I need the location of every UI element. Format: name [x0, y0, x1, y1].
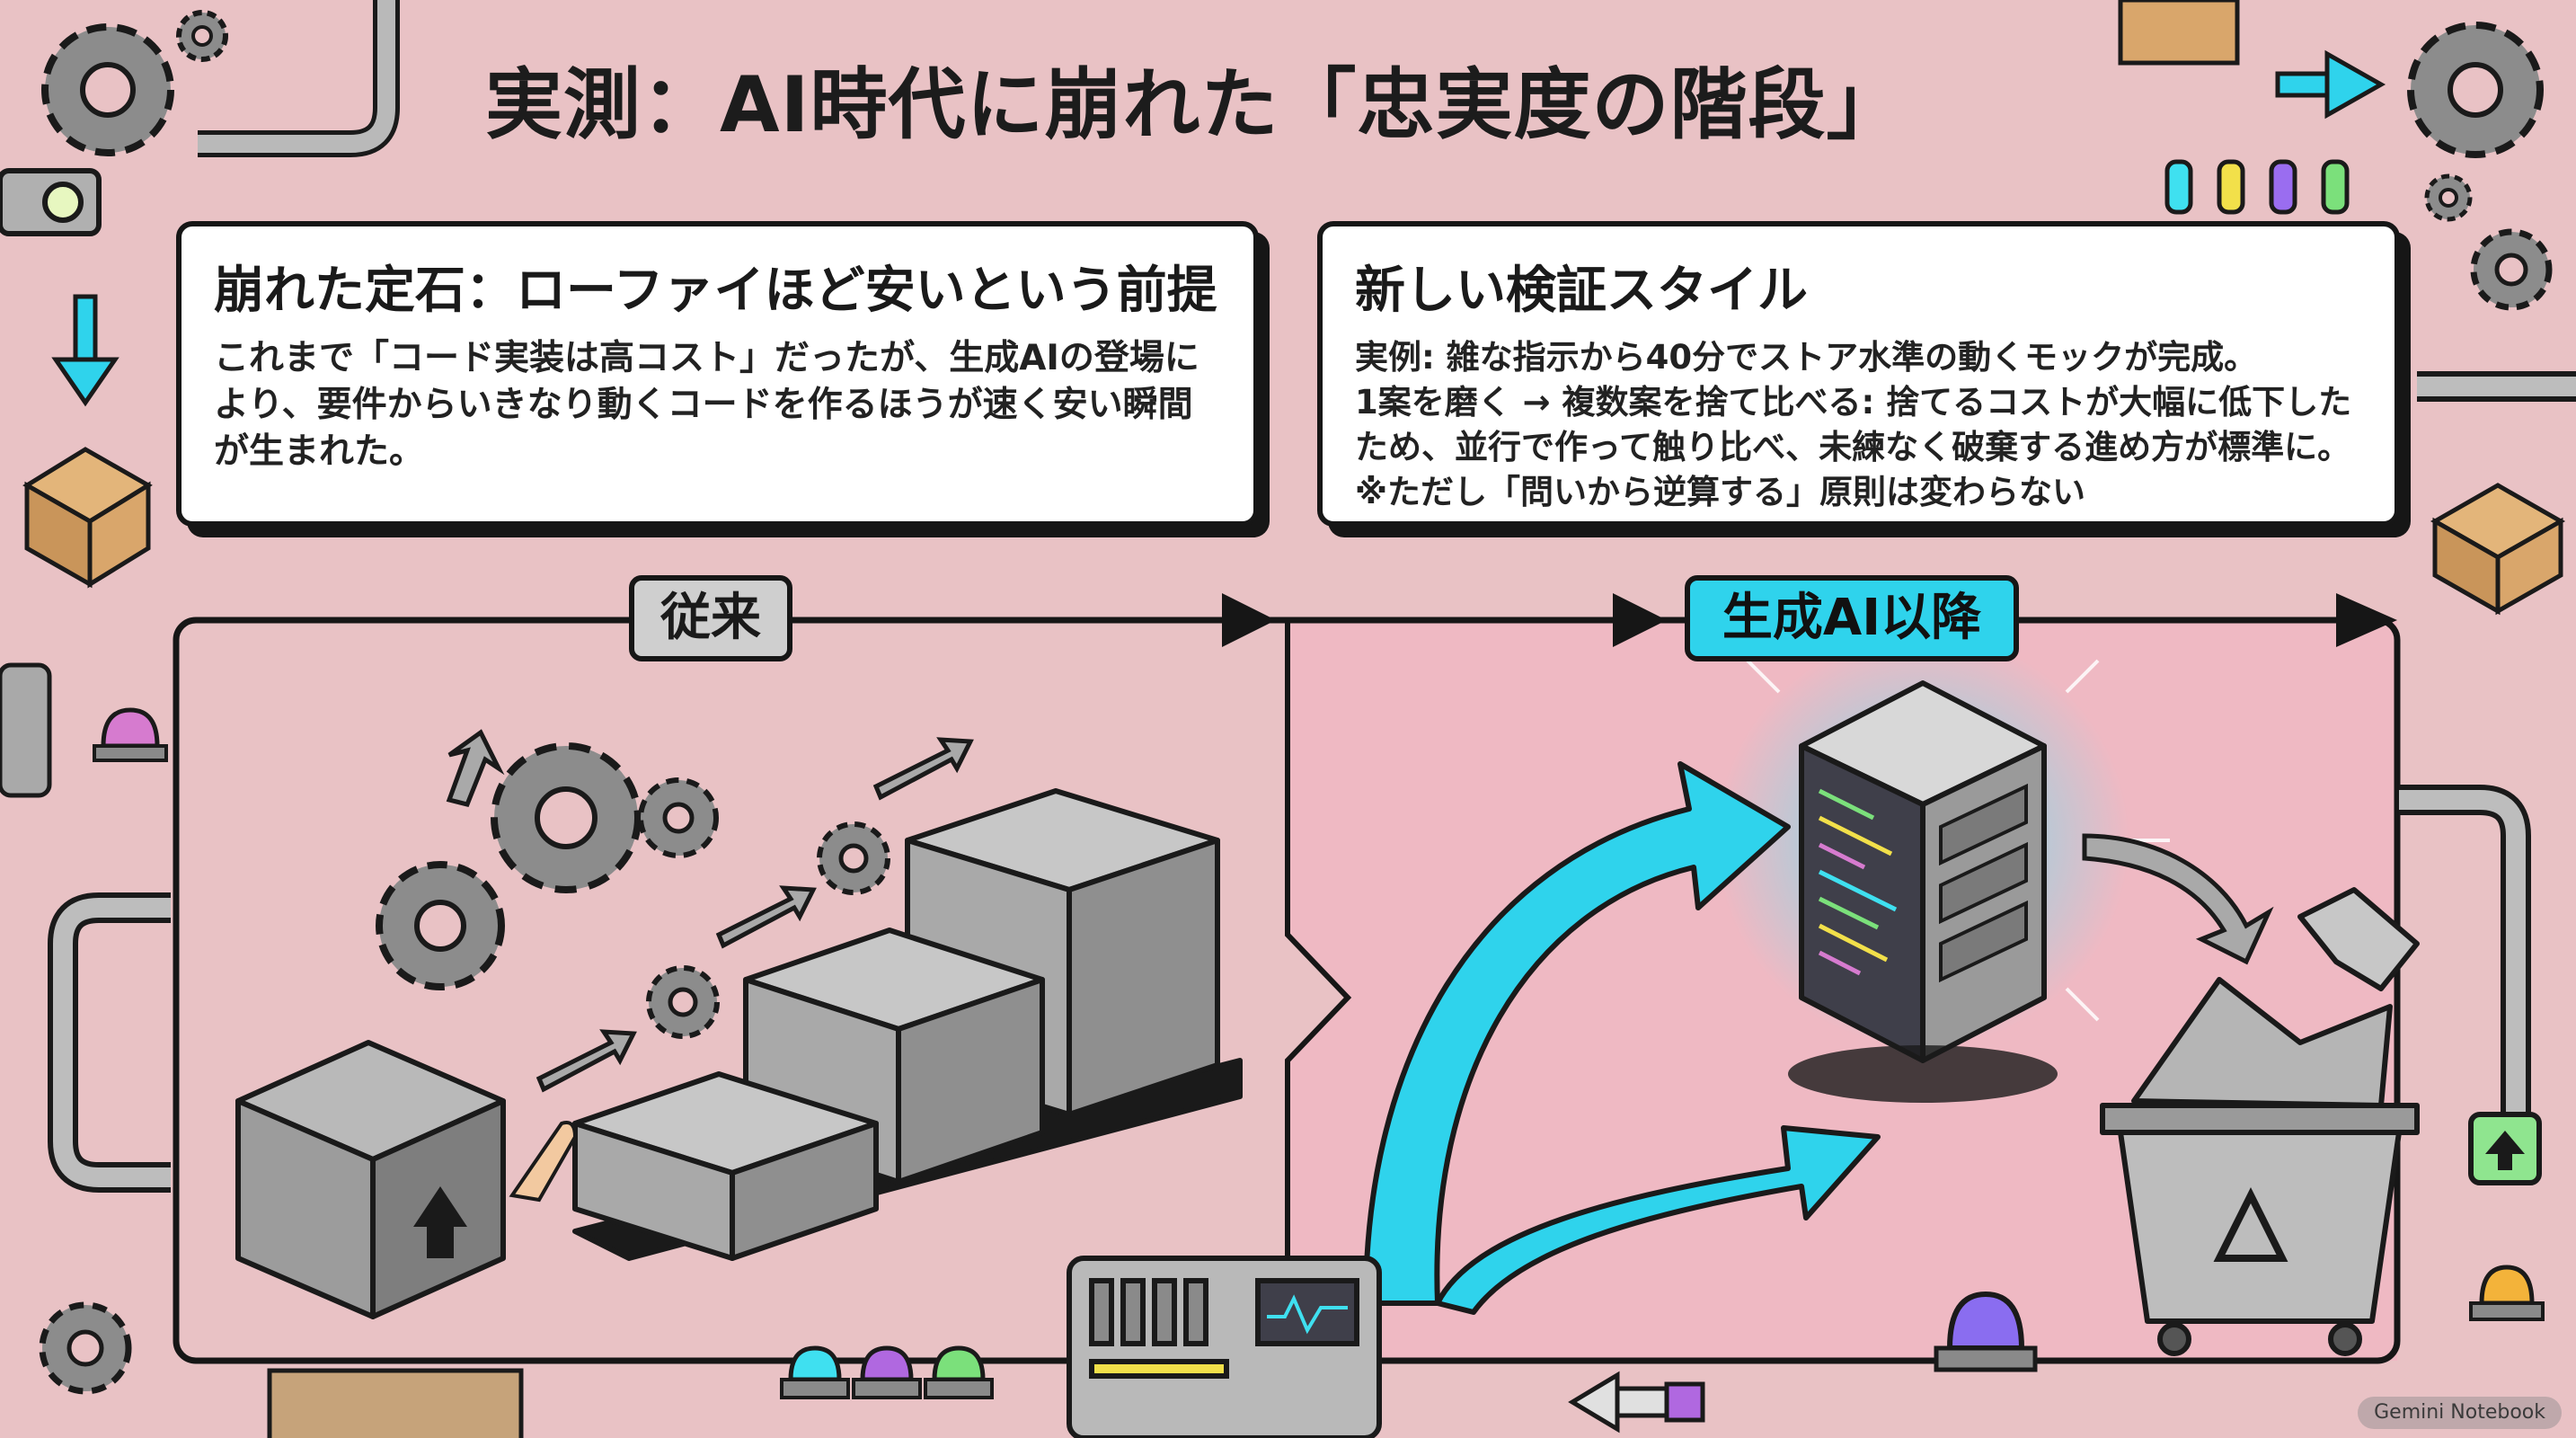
- cyan-arrow-up: [1363, 761, 1791, 1306]
- gear-right-small: [2424, 173, 2473, 222]
- credit-badge: Gemini Notebook: [2358, 1397, 2562, 1429]
- card-new-style-line: 実例: 雑な指示から40分でストア水準の動くモックが完成。: [1355, 338, 2258, 377]
- gear-top-left: [41, 23, 174, 156]
- label-before: 従来: [629, 575, 792, 661]
- gear-top-left-small: [176, 10, 228, 62]
- siren-left: [0, 662, 168, 798]
- right-arrow-icon: [2275, 49, 2386, 120]
- left-arrow-icon: [1568, 1371, 1705, 1434]
- card-broken-rule: 崩れた定石：ローファイほど安いという前提 これまで「コード実装は高コスト」だった…: [176, 221, 1259, 527]
- pipes-left: [48, 892, 171, 1193]
- discard-arrow: [2082, 833, 2274, 965]
- package-box-right: [2430, 483, 2566, 616]
- cyan-arrow-right: [1435, 1125, 1881, 1315]
- server-code-lines: [1818, 788, 1898, 976]
- gear-top-right: [2407, 22, 2544, 158]
- gear-right-mid: [2470, 228, 2553, 311]
- staircase-blocks: [235, 788, 1243, 1319]
- recycle-icon: [2213, 1187, 2288, 1262]
- card-broken-rule-line: が生まれた。: [214, 431, 425, 472]
- card-new-style-line: ため、並行で作って触り比べ、未練なく破棄する進め方が標準に。: [1355, 428, 2351, 466]
- pipe-right: [2399, 785, 2531, 1114]
- control-panel: [1067, 1256, 1382, 1438]
- package-box-left: [22, 447, 153, 589]
- up-arrow-box-icon: [2468, 1112, 2542, 1185]
- gear-bottom-left: [39, 1301, 132, 1395]
- card-new-style-heading: 新しい検証スタイル: [1355, 262, 1808, 320]
- card-broken-rule-heading: 崩れた定石：ローファイほど安いという前提: [214, 262, 1217, 320]
- down-arrow-icon: [51, 294, 120, 407]
- siren-bottom-right: [2469, 1265, 2545, 1321]
- bottom-left-box: [267, 1368, 524, 1438]
- card-new-style-body: 実例: 雑な指示から40分でストア水準の動くモックが完成。 1案を磨く → 複数…: [1355, 335, 2362, 515]
- hand-pushing: [509, 1121, 578, 1203]
- card-broken-rule-body: これまで「コード実装は高コスト」だったが、生成AIの登場に より、要件からいきな…: [214, 335, 1221, 475]
- recycle-bin: [2100, 887, 2420, 1356]
- glow-rays: [1676, 593, 2170, 1022]
- gears-cluster: [376, 742, 890, 1039]
- card-new-style-line: ※ただし「問いから逆算する」原則は変わらない: [1355, 473, 2085, 511]
- indicator-lights-bottom: [780, 1345, 994, 1399]
- package-box-top-right: [2118, 0, 2240, 66]
- card-new-style-line: 1案を磨く → 複数案を捨て比べる: 捨てるコストが大幅に低下した: [1355, 383, 2352, 422]
- small-arrows-up-right: [446, 729, 974, 1093]
- siren-bottom: [1934, 1291, 2038, 1372]
- card-new-style: 新しい検証スタイル 実例: 雑な指示から40分でストア水準の動くモックが完成。 …: [1317, 221, 2400, 527]
- card-broken-rule-line: これまで「コード実装は高コスト」だったが、生成AIの登場に: [214, 338, 1199, 378]
- up-arrow-on-cube-icon: [413, 1186, 467, 1258]
- page-title: 実測：AI時代に崩れた「忠実度の階段」: [485, 60, 1905, 150]
- pipes-top-left: [0, 0, 400, 236]
- label-after-ai: 生成AI以降: [1685, 575, 2019, 661]
- indicator-lights-top-right: [2164, 159, 2350, 215]
- server-vents: [1939, 783, 2028, 983]
- card-broken-rule-line: より、要件からいきなり動くコードを作るほうが速く安い瞬間: [214, 385, 1193, 425]
